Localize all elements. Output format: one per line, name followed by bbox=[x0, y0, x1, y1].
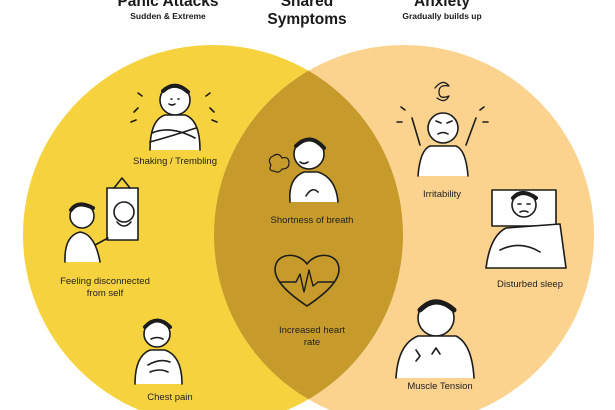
symptom-chest-pain-label: Chest pain bbox=[147, 392, 193, 403]
mirror-reflection-icon bbox=[64, 177, 139, 263]
anxiety-title: Anxiety bbox=[414, 0, 470, 10]
symptom-sleep-label: Disturbed sleep bbox=[496, 279, 563, 290]
sleepless-person-icon bbox=[485, 189, 567, 269]
symptom-irritability-label: Irritability bbox=[422, 189, 461, 200]
symptom-shaking-label: Shaking / Trembling bbox=[133, 156, 217, 167]
symptom-heart-line1: Increased heart bbox=[278, 325, 345, 336]
symptom-disconnected-line2: from self bbox=[86, 288, 124, 299]
panic-title: Panic Attacks bbox=[117, 0, 219, 10]
shared-title-line2: Symptoms bbox=[267, 11, 347, 28]
heartbeat-icon bbox=[274, 254, 340, 307]
muscle-tension-icon bbox=[395, 299, 475, 379]
symptom-heart-label: Increased heart rate bbox=[252, 325, 372, 349]
symptom-breath-label: Shortness of breath bbox=[270, 215, 354, 226]
anxiety-header: Anxiety Gradually builds up bbox=[372, 0, 512, 22]
symptom-tension-label: Muscle Tension bbox=[407, 381, 473, 392]
chest-pain-icon bbox=[134, 318, 183, 385]
panic-header: Panic Attacks Sudden & Extreme bbox=[98, 0, 238, 22]
symptom-heart-line2: rate bbox=[303, 337, 321, 348]
symptom-disconnected-label: Feeling disconnected from self bbox=[40, 276, 170, 300]
symptom-disconnected-line1: Feeling disconnected bbox=[60, 276, 150, 287]
shared-header: Shared Symptoms bbox=[247, 0, 367, 29]
breathless-person-icon bbox=[268, 137, 339, 203]
irritated-person-icon bbox=[396, 81, 489, 177]
panic-subtitle: Sudden & Extreme bbox=[130, 11, 206, 21]
anxiety-subtitle: Gradually builds up bbox=[402, 11, 482, 21]
trembling-person-icon bbox=[130, 83, 218, 151]
shared-title-line1: Shared bbox=[280, 0, 334, 10]
